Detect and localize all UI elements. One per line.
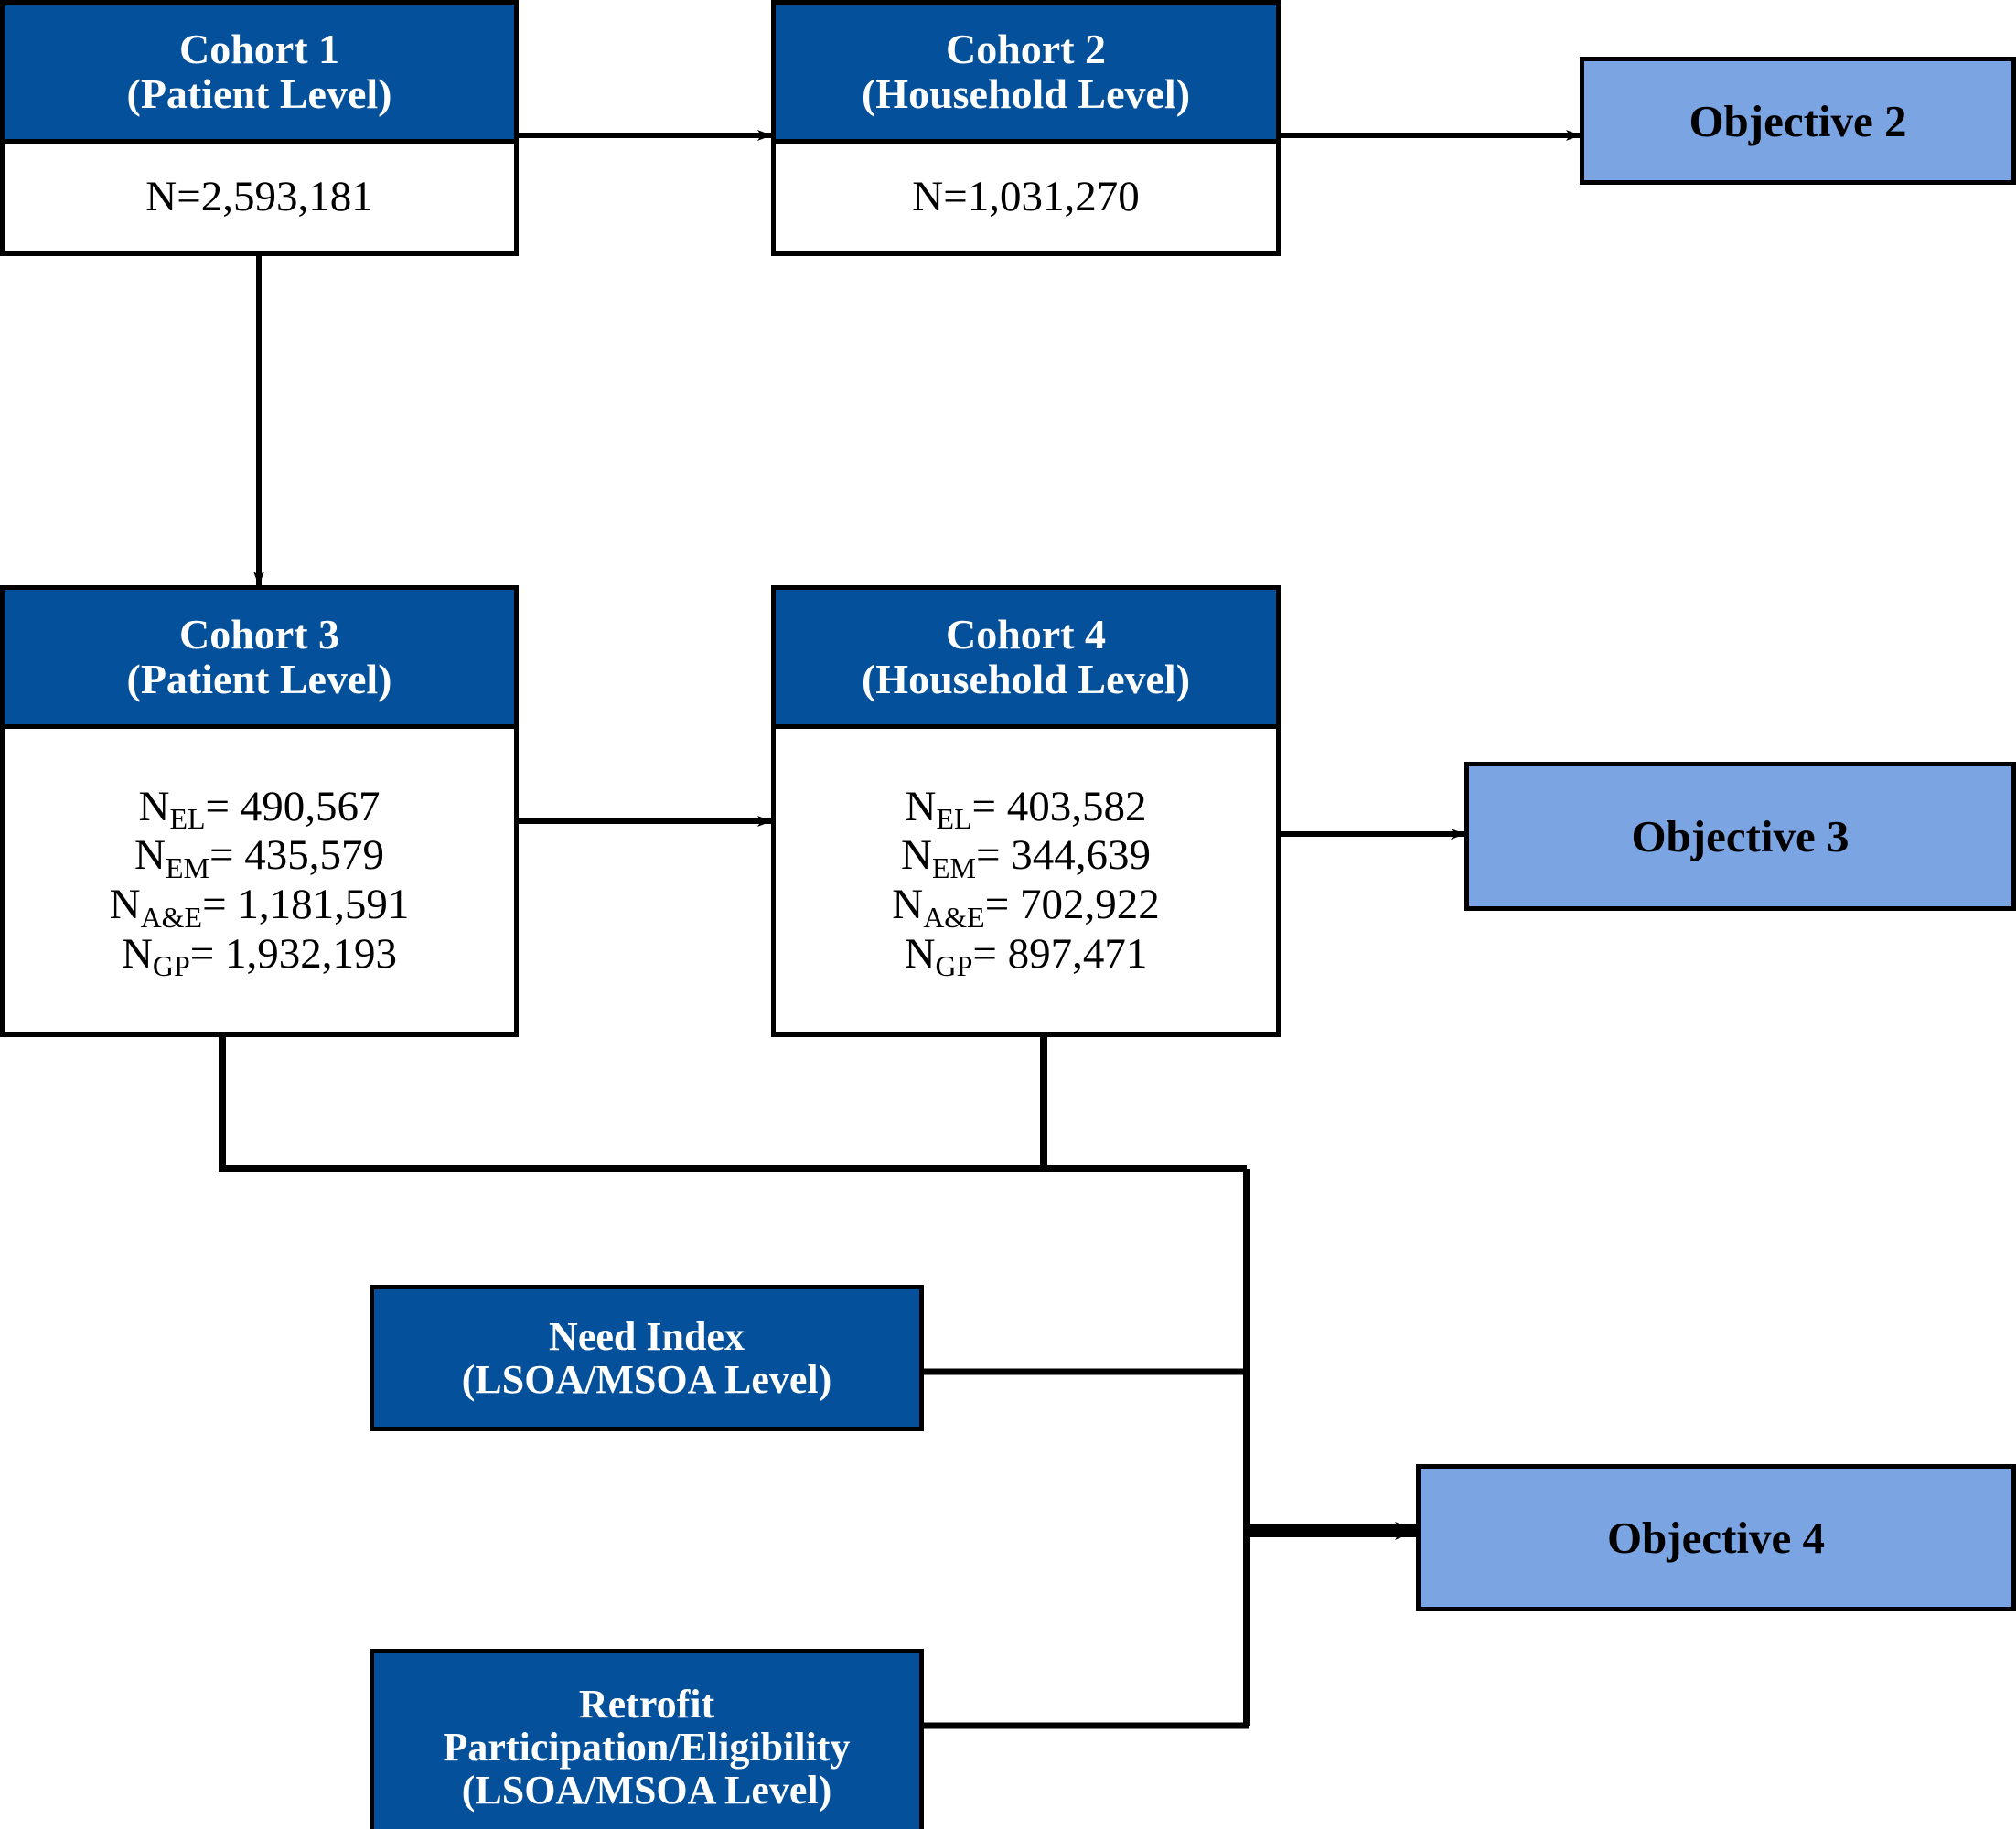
cohort-3-stat-gp-symbol: N [121, 929, 153, 978]
objective-4-label: Objective 4 [1606, 1513, 1826, 1563]
cohort-4-stat-el-symbol: N [905, 782, 937, 830]
cohort-4-stat-gp-subscript: GP [935, 950, 973, 983]
need-index-line2: (LSOA/MSOA Level) [461, 1357, 832, 1402]
need-index-line1: Need Index [549, 1313, 745, 1359]
cohort-4-stat-ae-subscript: A&E [923, 901, 985, 934]
cohort-4-stat-em-value: = 344,639 [975, 831, 1151, 880]
cohort-3-title-line1: Cohort 3 [178, 610, 340, 658]
cohort-2-title-line2: (Household Level) [861, 70, 1191, 117]
cohort-4-body: NEL= 403,582 NEM= 344,639 NA&E= 702,922 … [776, 729, 1276, 1032]
cohort-4-stat-el-subscript: EL [936, 803, 972, 836]
cohort-3-stat-ae: NA&E= 1,181,591 [109, 881, 410, 934]
retrofit-line3: (LSOA/MSOA Level) [461, 1768, 832, 1813]
edge-cohort3-to-bus [219, 1037, 1247, 1172]
cohort-3-stat-ae-value: = 1,181,591 [202, 881, 410, 928]
cohort-4-title-line2: (Household Level) [861, 655, 1191, 702]
cohort-3-title-line2: (Patient Level) [126, 655, 392, 702]
node-retrofit[interactable]: Retrofit Participation/Eligibility (LSOA… [370, 1649, 924, 1829]
cohort-3-stat-em-symbol: N [134, 831, 166, 880]
cohort-4-stat-em-subscript: EM [932, 852, 976, 884]
cohort-3-stat-gp: NGP= 1,932,193 [121, 929, 398, 983]
node-cohort-3[interactable]: Cohort 3 (Patient Level) NEL= 490,567 NE… [0, 585, 519, 1037]
cohort-4-stat-em: NEM= 344,639 [901, 831, 1151, 884]
cohort-3-stat-gp-value: = 1,932,193 [189, 929, 398, 978]
cohort-4-title-line1: Cohort 4 [945, 610, 1107, 658]
cohort-4-stat-ae-symbol: N [892, 881, 924, 928]
cohort-4-stat-em-symbol: N [901, 831, 932, 880]
cohort-3-stat-el-value: = 490,567 [205, 782, 381, 830]
node-cohort-2[interactable]: Cohort 2 (Household Level) N=1,031,270 [771, 0, 1281, 256]
cohort-4-header: Cohort 4 (Household Level) [776, 590, 1276, 729]
cohort-1-header: Cohort 1 (Patient Level) [5, 5, 514, 144]
cohort-4-stat-el-value: = 403,582 [971, 782, 1147, 830]
cohort-2-header: Cohort 2 (Household Level) [776, 5, 1276, 144]
node-need-index[interactable]: Need Index (LSOA/MSOA Level) [370, 1285, 924, 1431]
cohort-1-title-line2: (Patient Level) [126, 70, 392, 117]
cohort-1-body: N=2,593,181 [5, 144, 514, 251]
cohort-2-body: N=1,031,270 [776, 144, 1276, 251]
cohort-3-stat-el-subscript: EL [169, 803, 206, 836]
cohort-4-stat-gp: NGP= 897,471 [904, 929, 1148, 983]
node-objective-4[interactable]: Objective 4 [1416, 1464, 2016, 1611]
cohort-3-stat-el: NEL= 490,567 [138, 782, 381, 836]
cohort-3-body: NEL= 490,567 NEM= 435,579 NA&E= 1,181,59… [5, 729, 514, 1032]
cohort-3-stat-em-subscript: EM [166, 852, 209, 884]
objective-2-label: Objective 2 [1689, 95, 1907, 146]
cohort-3-stat-em-value: = 435,579 [209, 831, 384, 880]
node-objective-2[interactable]: Objective 2 [1580, 57, 2016, 185]
retrofit-line1: Retrofit [578, 1681, 715, 1727]
cohort-3-stat-em: NEM= 435,579 [134, 831, 384, 884]
objective-3-label: Objective 3 [1631, 811, 1850, 861]
cohort-2-count: N=1,031,270 [912, 173, 1140, 221]
cohort-3-stat-el-symbol: N [138, 782, 170, 830]
node-cohort-1[interactable]: Cohort 1 (Patient Level) N=2,593,181 [0, 0, 519, 256]
cohort-3-stat-ae-subscript: A&E [140, 901, 203, 934]
cohort-2-title-line1: Cohort 2 [945, 25, 1107, 72]
cohort-1-title-line1: Cohort 1 [178, 25, 340, 72]
cohort-4-stat-ae-value: = 702,922 [984, 881, 1160, 928]
cohort-4-stat-el: NEL= 403,582 [905, 782, 1147, 836]
node-cohort-4[interactable]: Cohort 4 (Household Level) NEL= 403,582 … [771, 585, 1281, 1037]
cohort-3-header: Cohort 3 (Patient Level) [5, 590, 514, 729]
cohort-1-count: N=2,593,181 [145, 173, 373, 221]
retrofit-line2: Participation/Eligibility [443, 1724, 851, 1770]
cohort-3-stat-gp-subscript: GP [152, 950, 190, 983]
cohort-4-stat-ae: NA&E= 702,922 [892, 881, 1160, 934]
cohort-4-stat-gp-symbol: N [904, 929, 936, 978]
node-objective-3[interactable]: Objective 3 [1464, 762, 2016, 911]
cohort-3-stat-ae-symbol: N [109, 881, 141, 928]
cohort-4-stat-gp-value: = 897,471 [972, 929, 1148, 978]
